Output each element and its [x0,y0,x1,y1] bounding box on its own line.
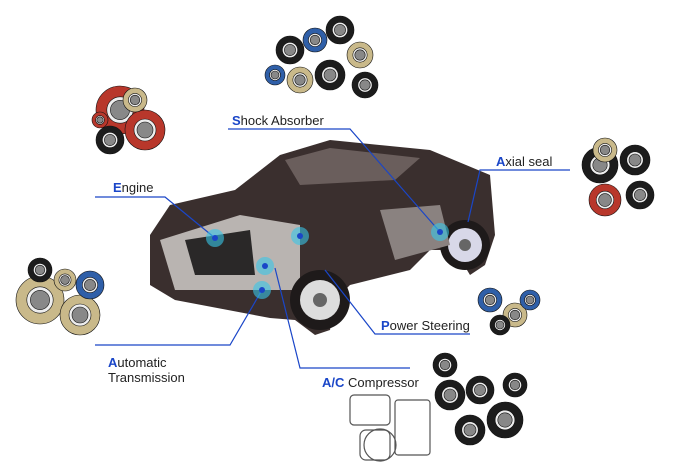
location-dot-center [437,229,443,235]
location-dots [206,223,449,299]
label-axial-seal: Axial seal [496,154,553,169]
oil-seal-ring [439,359,451,371]
oil-seal-ring [598,193,612,207]
oil-seal-ring [495,320,505,330]
gasket-outlines [349,394,431,462]
label-ac-compressor: A/C Compressor [322,375,419,390]
oil-seal-ring [309,34,321,46]
oil-seal-ring [323,68,337,82]
oil-seal-ring [359,79,371,91]
oil-seal-ring [599,144,611,156]
oil-seal-ring [334,24,346,36]
oil-seal-ring [84,279,96,291]
oil-seal-ring [270,70,280,80]
location-dot-center [262,263,268,269]
label-power-steering: Power Steering [381,318,470,333]
oil-seal-ring [129,94,141,106]
leader-lines [95,128,570,369]
oil-seal-ring [509,309,521,321]
seal-clusters [15,15,655,446]
location-dot-center [297,233,303,239]
oil-seal-ring [96,116,104,124]
oil-seal-ring [30,290,50,310]
label-shock-absorber: Shock Absorber [232,113,324,128]
oil-seal-ring [509,379,521,391]
label-engine: Engine [113,180,154,195]
oil-seal-ring [474,384,486,396]
oil-seal-ring [525,295,535,305]
oil-seal-ring [34,264,46,276]
oil-seal-ring [136,121,154,139]
oil-seal-ring [634,189,646,201]
oil-seal-ring [628,153,642,167]
oil-seal-ring [497,412,513,428]
oil-seal-ring [484,294,496,306]
oil-seal-ring [104,134,116,146]
oil-seal-ring [443,388,457,402]
location-dot-center [212,235,218,241]
location-dot-center [259,287,265,293]
oil-seal-ring [71,306,89,324]
oil-seal-ring [60,275,70,285]
oil-seal-ring [284,44,296,56]
oil-seal-ring [294,74,306,86]
oil-seal-ring [354,49,366,61]
oil-seal-ring [463,423,477,437]
car-illustration [150,140,495,335]
